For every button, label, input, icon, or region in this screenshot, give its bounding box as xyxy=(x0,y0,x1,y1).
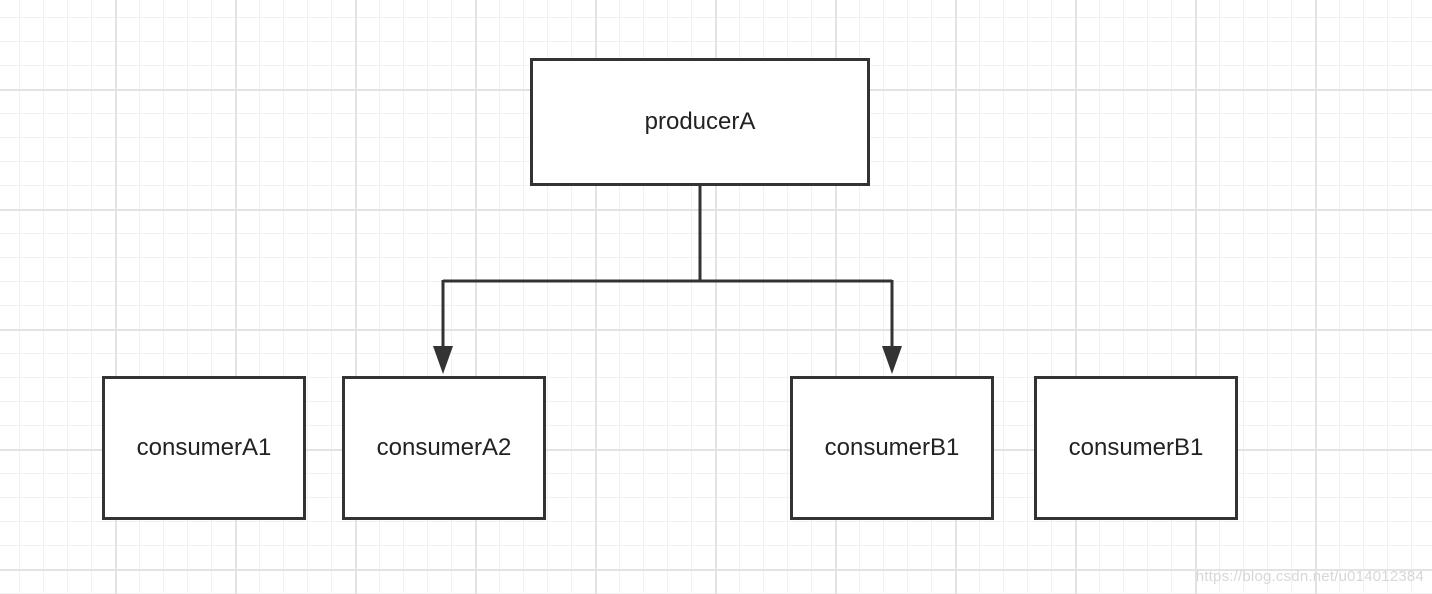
node-label: consumerA2 xyxy=(376,434,512,461)
watermark-text: https://blog.csdn.net/u014012384 xyxy=(1195,568,1424,585)
node-consumerA1[interactable]: consumerA1 xyxy=(102,376,306,520)
node-label: consumerA1 xyxy=(136,434,272,461)
arrowhead-consumerB1 xyxy=(882,346,902,374)
node-label: consumerB1 xyxy=(1068,434,1204,461)
arrowhead-consumerA2 xyxy=(433,346,453,374)
node-producerA[interactable]: producerA xyxy=(530,58,870,186)
node-consumerB1-first[interactable]: consumerB1 xyxy=(790,376,994,520)
node-label: consumerB1 xyxy=(824,434,960,461)
node-label: producerA xyxy=(644,108,756,135)
node-consumerB1-second[interactable]: consumerB1 xyxy=(1034,376,1238,520)
node-consumerA2[interactable]: consumerA2 xyxy=(342,376,546,520)
